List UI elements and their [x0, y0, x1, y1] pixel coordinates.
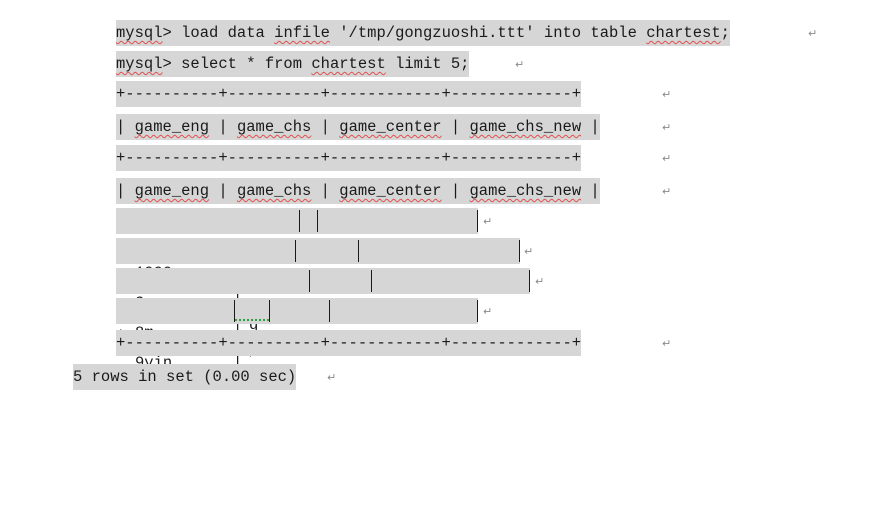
paragraph-mark: ↵	[515, 58, 525, 71]
table-border: +----------+----------+------------+----…	[116, 145, 582, 171]
pipe	[477, 300, 478, 322]
command-text: > select * from	[162, 55, 312, 73]
select-command: mysql> select * from chartest limit 5;	[116, 51, 470, 77]
paragraph-mark: ↵	[483, 215, 493, 228]
command-terminator: ;	[720, 24, 730, 42]
column-header: game_chs	[236, 182, 312, 200]
paragraph-mark: ↵	[662, 121, 672, 134]
pipe: |	[441, 118, 470, 136]
table-row: | 1000y | ğ	[116, 208, 478, 334]
pipe	[309, 270, 310, 292]
paragraph-mark: ↵	[662, 185, 672, 198]
paragraph-mark: ↵	[808, 27, 818, 40]
pipe	[299, 210, 300, 232]
cell-chs: ğ	[249, 316, 259, 334]
table-row: | 9yin	[116, 298, 478, 372]
load-data-command: mysql> load data infile '/tmp/gongzuoshi…	[116, 20, 730, 46]
paragraph-mark: ↵	[483, 305, 493, 318]
column-header: game_eng	[134, 182, 210, 200]
column-header: game_eng	[134, 118, 210, 136]
column-header: game_chs	[236, 118, 312, 136]
paragraph-mark: ↵	[327, 371, 337, 384]
table-row: | 2c | ⊦	[116, 238, 520, 361]
pipe: |	[581, 182, 600, 200]
pipe: |	[311, 182, 340, 200]
table-header: | game_eng | game_chs | game_center | ga…	[116, 114, 600, 140]
column-header: game_center	[339, 118, 442, 136]
paragraph-mark: ↵	[662, 337, 672, 350]
paragraph-mark: ↵	[662, 152, 672, 165]
pipe: |	[209, 182, 237, 200]
command-text: '/tmp/gongzuoshi.ttt' into table	[329, 24, 647, 42]
prompt: mysql	[116, 24, 163, 42]
table-border: +----------+----------+------------+----…	[116, 330, 582, 356]
pipe	[295, 240, 296, 262]
pipe	[234, 300, 235, 322]
prompt: mysql	[116, 55, 163, 73]
table-name: chartest	[311, 55, 386, 73]
spelling-mark	[235, 315, 269, 321]
pipe	[329, 300, 330, 322]
result-summary: 5 rows in set (0.00 sec)	[73, 364, 297, 390]
pipe	[477, 210, 478, 232]
pipe: |	[209, 118, 237, 136]
paragraph-mark: ↵	[524, 245, 534, 258]
pipe: |	[581, 118, 600, 136]
paragraph-mark: ↵	[535, 275, 545, 288]
pipe: |	[233, 350, 243, 368]
pipe	[371, 270, 372, 292]
pipe	[519, 240, 520, 262]
infile-keyword: infile	[274, 24, 330, 42]
pipe: |	[116, 118, 135, 136]
pipe: |	[441, 182, 470, 200]
column-header: game_center	[339, 182, 442, 200]
command-text: limit 5;	[385, 55, 470, 73]
pipe	[269, 300, 270, 322]
pipe	[358, 240, 359, 262]
paragraph-mark: ↵	[662, 88, 672, 101]
pipe: |	[311, 118, 340, 136]
table-border: +----------+----------+------------+----…	[116, 81, 582, 107]
command-text: > load data	[162, 24, 275, 42]
pipe	[317, 210, 318, 232]
table-header: | game_eng | game_chs | game_center | ga…	[116, 178, 600, 204]
pipe: |	[116, 182, 135, 200]
column-header: game_chs_new	[469, 118, 582, 136]
pipe	[529, 270, 530, 292]
column-header: game_chs_new	[469, 182, 582, 200]
pipe: |	[233, 320, 243, 338]
table-name: chartest	[646, 24, 721, 42]
table-row: | 8m |	[116, 268, 530, 368]
